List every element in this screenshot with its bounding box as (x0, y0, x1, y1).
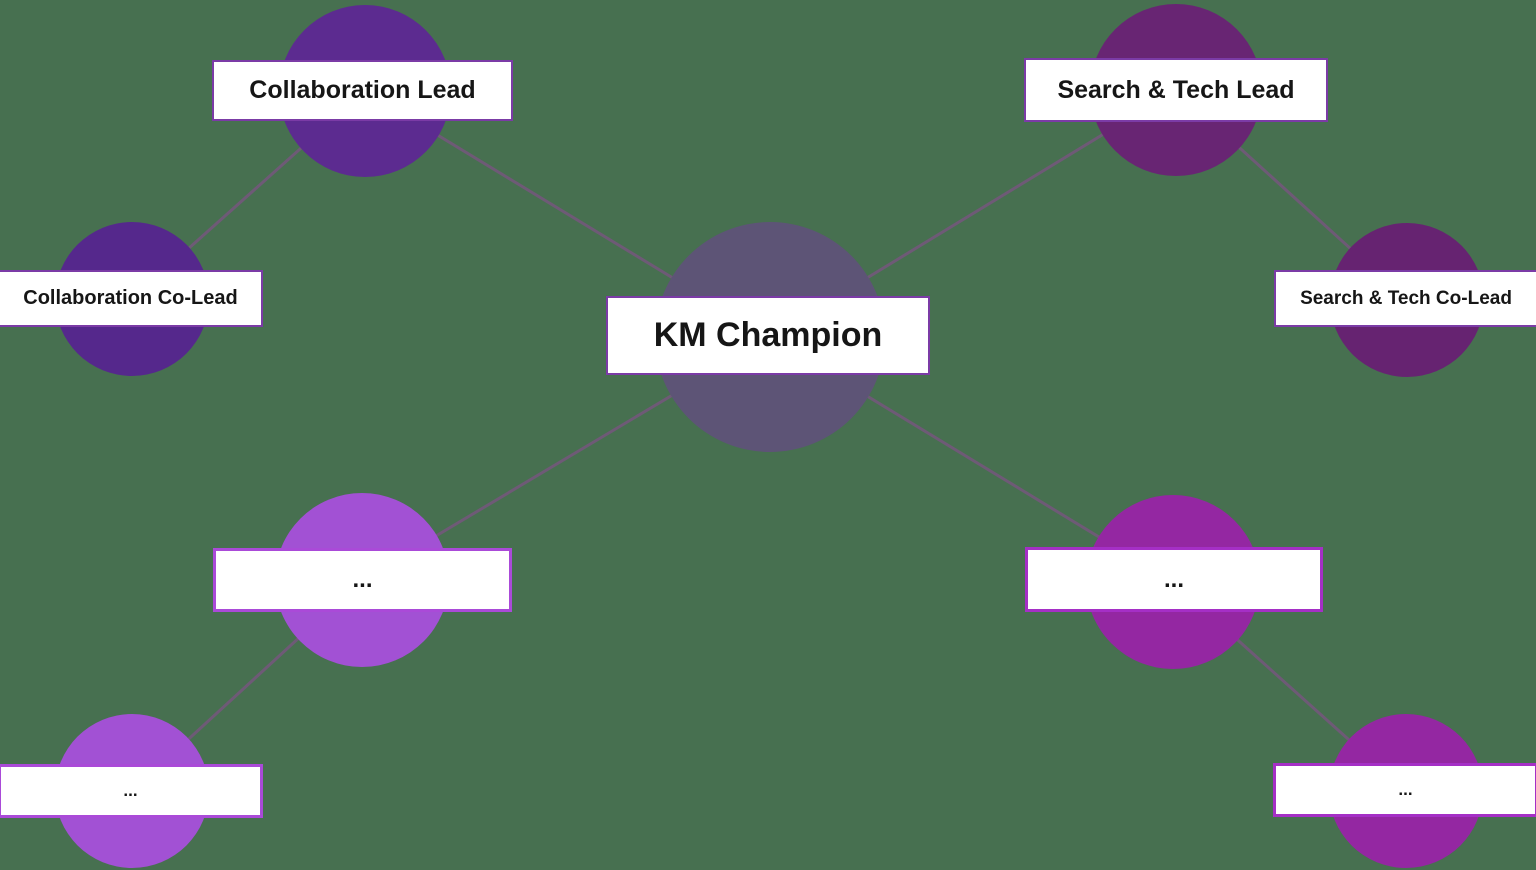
node-label-km-champion[interactable]: KM Champion (606, 296, 930, 375)
node-label-search-tech-member-2[interactable]: ... (1273, 763, 1536, 817)
node-label-collaboration-lead[interactable]: Collaboration Lead (212, 60, 513, 121)
node-label-collaboration-member-2[interactable]: ... (0, 764, 263, 818)
node-label-collaboration-co-lead[interactable]: Collaboration Co-Lead (0, 270, 263, 327)
node-label-search-tech-member[interactable]: ... (1025, 547, 1323, 612)
node-label-search-tech-co-lead[interactable]: Search & Tech Co-Lead (1274, 270, 1536, 327)
node-label-search-tech-lead[interactable]: Search & Tech Lead (1024, 58, 1328, 122)
node-label-collaboration-member[interactable]: ... (213, 548, 512, 612)
